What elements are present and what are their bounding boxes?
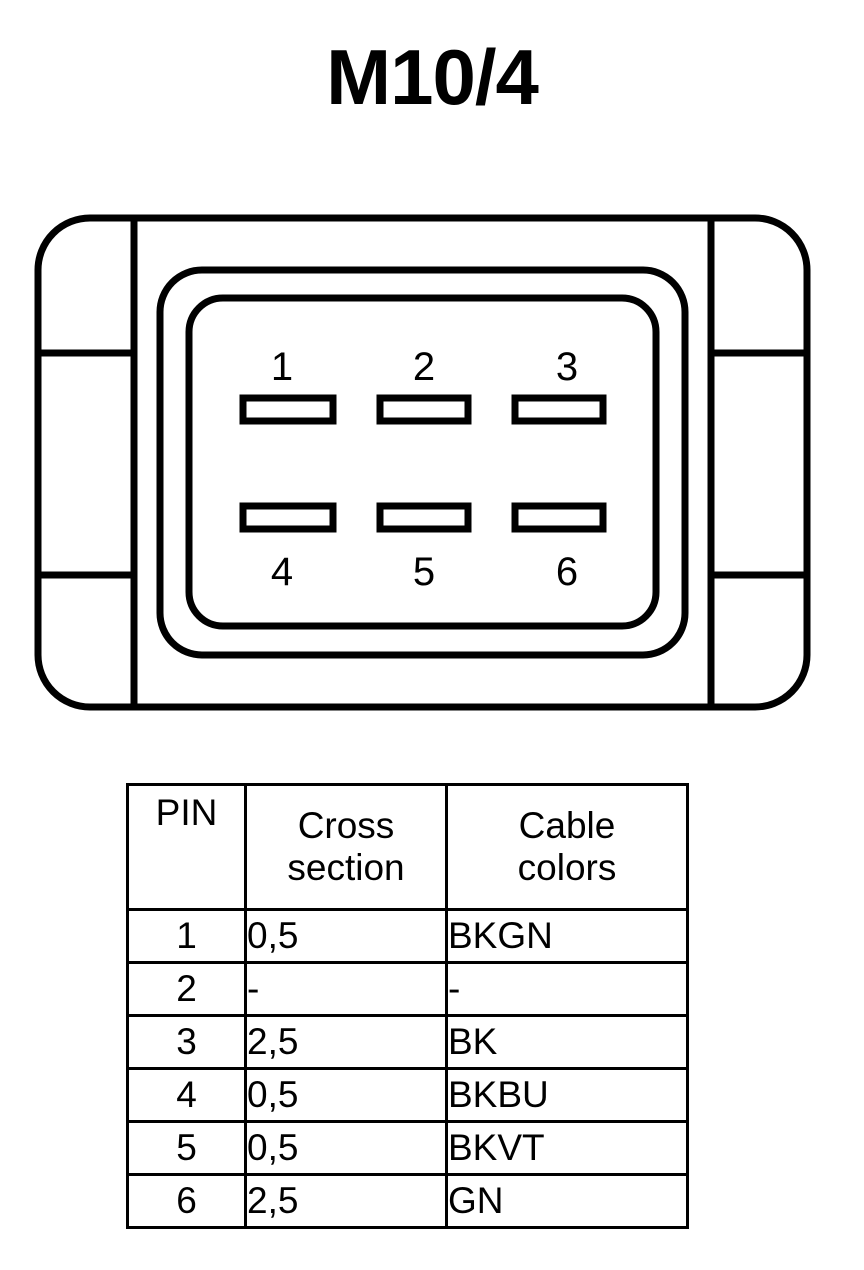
table-header-row: PIN Cross section Cable colors (126, 783, 689, 911)
header-cable-colors-line1: Cable (518, 805, 616, 847)
pin-number-2: 2 (413, 345, 435, 389)
pin-assignment-table: PIN Cross section Cable colors 1 0,5 BKG… (126, 783, 689, 1229)
cell-cable-colors: BKGN (445, 908, 689, 964)
cell-pin: 5 (126, 1120, 247, 1176)
pin-number-1: 1 (271, 345, 293, 389)
pin-slot-2 (376, 394, 472, 425)
table-row: 3 2,5 BK (126, 1014, 689, 1070)
pin-slot-6 (511, 502, 607, 533)
table-row: 1 0,5 BKGN (126, 908, 689, 964)
cell-pin: 6 (126, 1173, 247, 1229)
cell-cross-section: 0,5 (244, 908, 448, 964)
pin-slot-5 (376, 502, 472, 533)
cell-cable-colors: BK (445, 1014, 689, 1070)
cell-cross-section: - (244, 961, 448, 1017)
connector-inner-cavity (185, 294, 660, 630)
pin-number-4: 4 (271, 550, 293, 594)
table-row: 5 0,5 BKVT (126, 1120, 689, 1176)
table-row: 6 2,5 GN (126, 1173, 689, 1229)
table-body: 1 0,5 BKGN 2 - - 3 2,5 BK 4 0,5 BKBU 5 0… (126, 908, 689, 1229)
header-pin: PIN (126, 783, 247, 911)
cell-pin: 3 (126, 1014, 247, 1070)
cell-cable-colors: BKBU (445, 1067, 689, 1123)
pin-number-5: 5 (413, 550, 435, 594)
cell-cross-section: 2,5 (244, 1173, 448, 1229)
pin-number-3: 3 (556, 345, 578, 389)
cell-pin: 4 (126, 1067, 247, 1123)
pin-slot-4 (239, 502, 337, 533)
table-row: 2 - - (126, 961, 689, 1017)
header-cable-colors-line2: colors (517, 847, 617, 888)
header-cable-colors: Cable colors (445, 783, 689, 911)
cell-pin: 2 (126, 961, 247, 1017)
connector-diagram: 1 2 3 4 5 6 (0, 200, 864, 740)
cell-cable-colors: BKVT (445, 1120, 689, 1176)
cell-cross-section: 0,5 (244, 1120, 448, 1176)
connector-svg: 1 2 3 4 5 6 (34, 214, 811, 711)
pin-slot-1 (239, 394, 337, 425)
cell-cross-section: 0,5 (244, 1067, 448, 1123)
cell-cross-section: 2,5 (244, 1014, 448, 1070)
header-cross-section: Cross section (244, 783, 448, 911)
pin-number-6: 6 (556, 550, 578, 594)
header-cross-section-line1: Cross (297, 805, 395, 847)
cell-cable-colors: - (445, 961, 689, 1017)
table-row: 4 0,5 BKBU (126, 1067, 689, 1123)
pin-slot-3 (511, 394, 607, 425)
header-cross-section-line2: section (287, 847, 405, 888)
cell-cable-colors: GN (445, 1173, 689, 1229)
cell-pin: 1 (126, 908, 247, 964)
page-title: M10/4 (326, 33, 539, 121)
